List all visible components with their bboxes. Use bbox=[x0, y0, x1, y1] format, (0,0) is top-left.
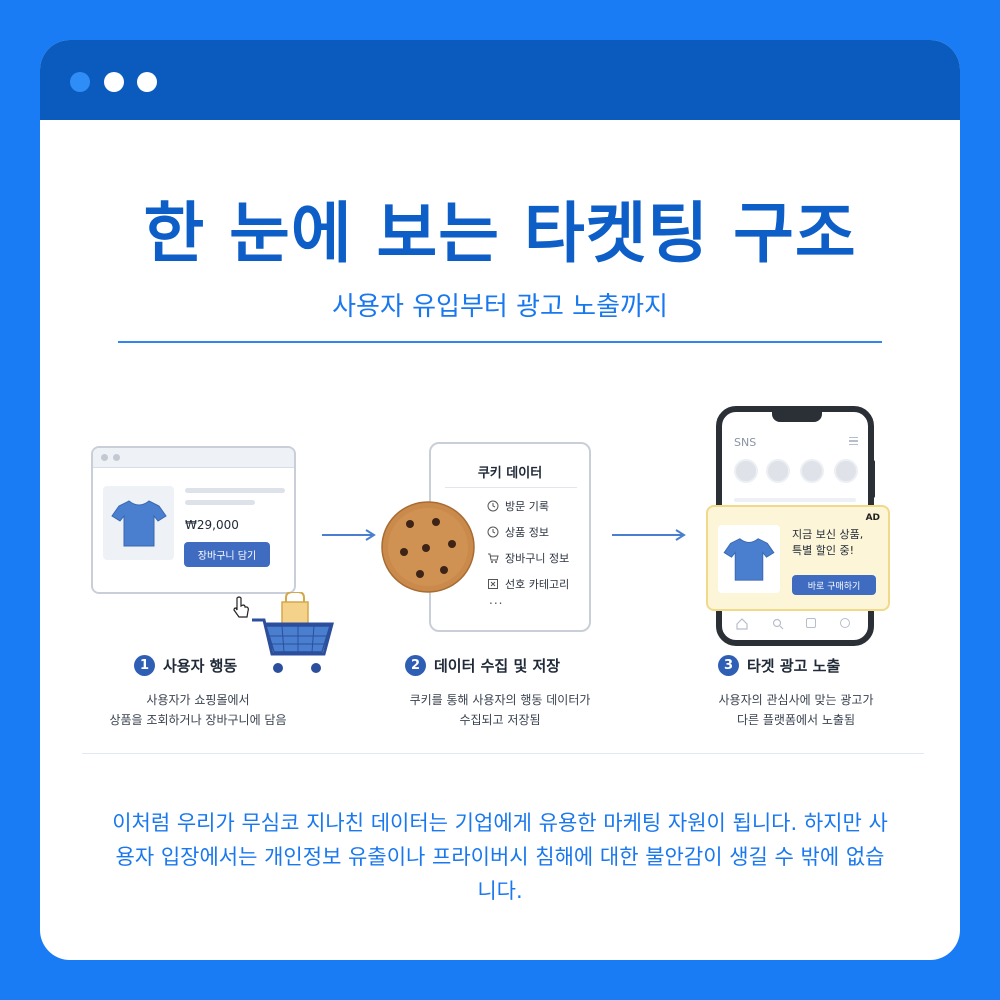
category-icon bbox=[488, 579, 498, 589]
ad-product-image bbox=[718, 525, 780, 593]
step-title: 데이터 수집 및 저장 bbox=[434, 657, 561, 675]
step-3-label: 3 타겟 광고 노출 bbox=[718, 655, 840, 676]
window-dot-2[interactable] bbox=[104, 72, 124, 92]
step-title: 타겟 광고 노출 bbox=[747, 657, 841, 675]
home-icon[interactable] bbox=[736, 618, 748, 630]
step-number: 3 bbox=[718, 655, 739, 676]
step-3-description: 사용자의 관심사에 맞는 광고가 다른 플랫폼에서 노출됨 bbox=[718, 693, 874, 727]
search-icon[interactable] bbox=[772, 618, 784, 630]
tshirt-icon bbox=[723, 538, 775, 581]
ad-badge: AD bbox=[865, 513, 880, 523]
ad-card[interactable]: AD 지금 보신 상품, 특별 할인 중! 바로 구매하기 bbox=[706, 505, 890, 611]
arrow-icon bbox=[612, 529, 686, 541]
clock-icon bbox=[487, 526, 499, 538]
page-title: 한 눈에 보는 타켓팅 구조 bbox=[143, 195, 857, 272]
phone-nav-bar bbox=[722, 618, 868, 632]
app-label: SNS bbox=[734, 436, 757, 449]
story-avatar[interactable] bbox=[800, 459, 824, 483]
browser-mockup: ₩29,000 장바구니 담기 bbox=[91, 446, 296, 594]
step-title: 사용자 행동 bbox=[163, 657, 238, 675]
cookie-card-title: 쿠키 데이터 bbox=[477, 466, 543, 481]
step-number: 2 bbox=[405, 655, 426, 676]
clock-icon bbox=[487, 500, 499, 512]
step-2-description: 쿠키를 통해 사용자의 행동 데이터가 수집되고 저장됨 bbox=[409, 693, 591, 727]
story-avatar[interactable] bbox=[734, 459, 758, 483]
product-image bbox=[103, 486, 174, 560]
step-1-label: 1 사용자 행동 bbox=[134, 655, 237, 676]
more-items: ... bbox=[489, 593, 504, 607]
tab-icon[interactable] bbox=[806, 618, 816, 628]
ad-text: 지금 보신 상품, 특별 할인 중! bbox=[792, 528, 864, 557]
page-subtitle: 사용자 유입부터 광고 노출까지 bbox=[332, 292, 668, 322]
cookie-data-card: 쿠키 데이터 방문 기록 상품 정보 장바구니 정보 선호 카테고리 ... bbox=[429, 442, 591, 632]
tshirt-icon bbox=[110, 500, 167, 547]
add-to-cart-button[interactable]: 장바구니 담기 bbox=[184, 542, 270, 567]
data-item: 방문 기록 bbox=[487, 498, 549, 514]
story-avatar[interactable] bbox=[834, 459, 858, 483]
window: 한 눈에 보는 타켓팅 구조 사용자 유입부터 광고 노출까지 ₩29,000 … bbox=[40, 40, 960, 960]
cursor-icon bbox=[233, 596, 249, 618]
window-dot-3[interactable] bbox=[137, 72, 157, 92]
title-bar bbox=[40, 40, 960, 120]
divider bbox=[118, 341, 882, 343]
footer-text: 이처럼 우리가 무심코 지나친 데이터는 기업에게 유용한 마케팅 자원이 됩니… bbox=[112, 811, 888, 903]
cart-icon bbox=[488, 553, 499, 563]
arrow-icon bbox=[322, 529, 376, 541]
data-item: 상품 정보 bbox=[487, 524, 549, 540]
story-avatar[interactable] bbox=[766, 459, 790, 483]
menu-icon[interactable] bbox=[849, 437, 858, 445]
basket-icon bbox=[252, 592, 334, 673]
step-2-label: 2 데이터 수집 및 저장 bbox=[405, 655, 560, 676]
data-item: 장바구니 정보 bbox=[487, 550, 569, 566]
step-1-description: 사용자가 쇼핑몰에서 상품을 조회하거나 장바구니에 담음 bbox=[109, 693, 287, 727]
browser-bar bbox=[93, 448, 294, 468]
cookie-icon bbox=[381, 501, 475, 593]
step-number: 1 bbox=[134, 655, 155, 676]
data-item: 선호 카테고리 bbox=[487, 576, 569, 592]
window-dot-1[interactable] bbox=[70, 72, 90, 92]
buy-now-button[interactable]: 바로 구매하기 bbox=[792, 575, 876, 595]
profile-icon[interactable] bbox=[840, 618, 850, 628]
product-price: ₩29,000 bbox=[185, 518, 239, 532]
divider bbox=[82, 753, 924, 754]
